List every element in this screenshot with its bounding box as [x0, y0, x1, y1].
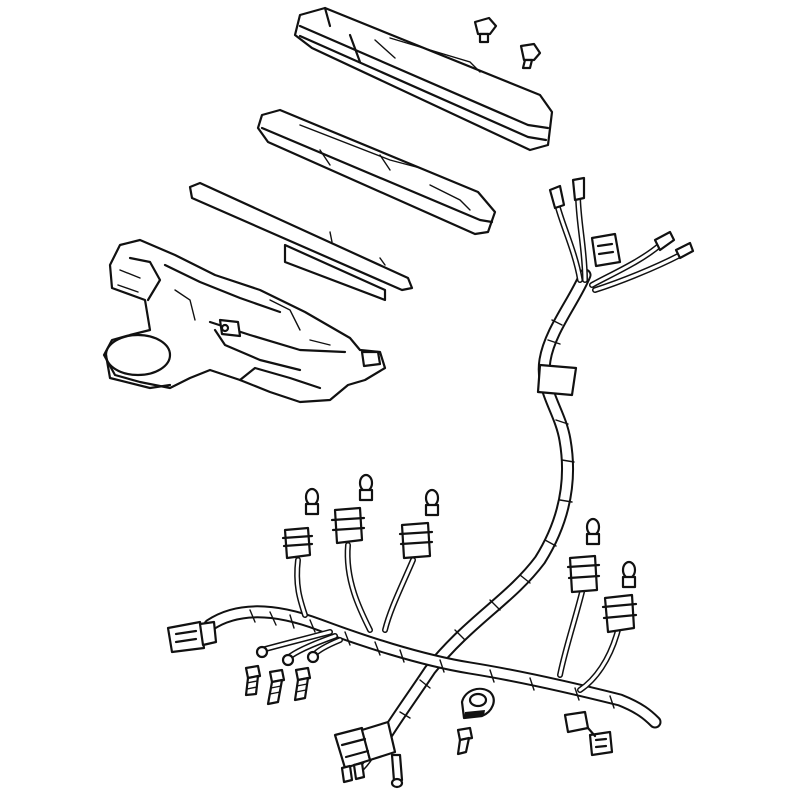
top-connectors — [548, 176, 695, 293]
nut-2 — [519, 42, 542, 70]
bulb-5 — [621, 560, 637, 589]
meter-housing — [102, 238, 387, 404]
bulbs — [304, 473, 637, 589]
bulb-1 — [304, 487, 320, 516]
right-connector — [563, 710, 614, 757]
nut-1 — [473, 16, 498, 44]
cable-clamp — [460, 687, 495, 720]
lens-cover — [293, 6, 554, 152]
screw-4 — [456, 726, 474, 756]
bottom-connector — [333, 720, 404, 789]
left-connector — [166, 620, 218, 654]
screws — [244, 664, 474, 756]
screw-3 — [293, 666, 312, 702]
bulb-2 — [358, 473, 374, 502]
dial-plate — [188, 181, 414, 302]
screw-1 — [244, 664, 262, 697]
bulb-3 — [424, 488, 440, 517]
ground-wires — [255, 629, 343, 667]
bulb-sockets — [281, 506, 638, 693]
wiring-harness — [203, 268, 662, 755]
screw-2 — [266, 668, 286, 706]
bezel-ring — [256, 108, 497, 236]
bulb-4 — [585, 517, 601, 546]
